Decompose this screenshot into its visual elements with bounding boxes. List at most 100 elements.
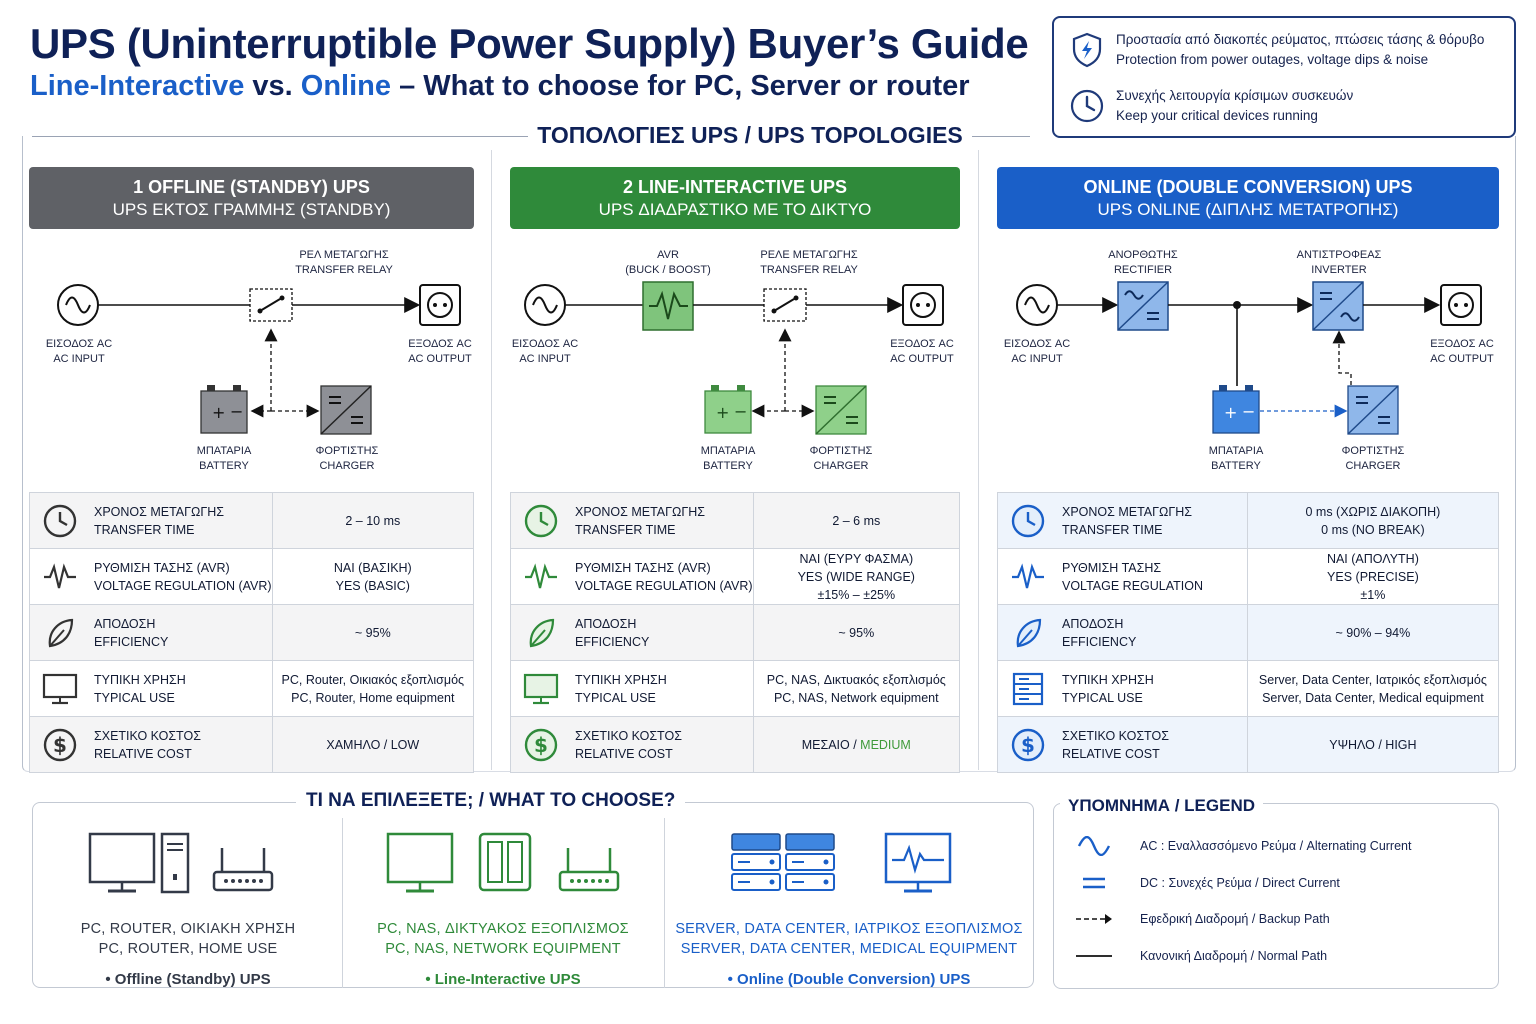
divider: [32, 136, 528, 137]
leaf-icon: [1008, 613, 1048, 653]
clock-icon: [521, 501, 561, 541]
monitor-icon: [521, 669, 561, 709]
avr-icon: [642, 281, 694, 331]
desktop-pc-icon: [88, 832, 190, 894]
column-divider: [491, 150, 492, 770]
inverter-icon: [1312, 281, 1364, 331]
ac-source-icon: [57, 284, 99, 326]
ac-outlet-icon: [419, 284, 461, 326]
dashed-arrow-icon: [1074, 909, 1114, 929]
leaf-icon: [521, 613, 561, 653]
clock-icon: [1068, 87, 1106, 125]
divider: [972, 136, 1030, 137]
column-divider: [978, 150, 979, 770]
router-icon: [212, 848, 274, 892]
waveform-icon: [1008, 557, 1048, 597]
column-header-offline: 1 OFFLINE (STANDBY) UPS UPS ΕΚΤΟΣ ΓΡΑΜΜΗ…: [29, 167, 474, 229]
medical-monitor-icon: [884, 832, 952, 893]
dollar-icon: $: [1008, 725, 1048, 765]
svg-text:$: $: [53, 733, 67, 757]
page-title: UPS (Uninterruptible Power Supply) Buyer…: [30, 20, 1029, 67]
solid-line-icon: [1074, 946, 1114, 966]
column-online: ONLINE (DOUBLE CONVERSION) UPS UPS ONLIN…: [997, 167, 1500, 773]
benefits-box: Προστασία από διακοπές ρεύματος, πτώσεις…: [1052, 16, 1516, 138]
battery-icon: +−: [704, 385, 752, 434]
benefit-protection: Προστασία από διακοπές ρεύματος, πτώσεις…: [1068, 30, 1484, 70]
server-rack-icon: [731, 833, 835, 891]
svg-text:+: +: [716, 403, 729, 422]
clock-icon: [1008, 501, 1048, 541]
router-icon: [558, 848, 620, 892]
dollar-icon: $: [40, 725, 80, 765]
column-line-interactive: 2 LINE-INTERACTIVE UPS UPS ΔΙΑΔΡΑΣΤΙΚΟ Μ…: [510, 167, 961, 773]
svg-text:+: +: [212, 403, 225, 422]
choose-title: ΤΙ ΝΑ ΕΠΙΛΕΞΕΤΕ; / WHAT TO CHOOSE?: [296, 790, 686, 812]
charger-icon: [815, 385, 867, 435]
waveform-icon: [521, 557, 561, 597]
legend-title: ΥΠΟΜΝΗΜΑ / LEGEND: [1060, 796, 1263, 816]
nas-icon: [478, 832, 532, 892]
transfer-relay-icon: [763, 288, 807, 322]
dc-bars-icon: [1074, 873, 1114, 893]
waveform-icon: [40, 557, 80, 597]
legend-item-ac: AC : Εναλλασσόμενο Ρεύμα / Alternating C…: [1074, 836, 1411, 856]
svg-text:−: −: [734, 402, 747, 421]
choose-server: SERVER, DATA CENTER, ΙΑΤΡΙΚΟΣ ΕΞΟΠΛΙΣΜΟΣ…: [664, 818, 1034, 990]
svg-text:$: $: [1021, 733, 1035, 757]
choose-divider: [664, 818, 665, 988]
column-header-line-interactive: 2 LINE-INTERACTIVE UPS UPS ΔΙΑΔΡΑΣΤΙΚΟ Μ…: [510, 167, 960, 229]
svg-text:+: +: [1224, 403, 1237, 422]
choose-network: PC, NAS, ΔΙΚΤΥΑΚΟΣ ΕΞΟΠΛΙΣΜΟΣ PC, NAS, N…: [342, 818, 664, 990]
dollar-icon: $: [521, 725, 561, 765]
legend-box: [1053, 803, 1499, 989]
legend-item-dc: DC : Συνεχές Ρεύμα / Direct Current: [1074, 873, 1340, 893]
choose-divider: [342, 818, 343, 988]
clock-icon: [40, 501, 80, 541]
battery-icon: +−: [200, 385, 248, 434]
topologies-title: ΤΟΠΟΛΟΓΙΕΣ UPS / UPS TOPOLOGIES: [537, 122, 963, 148]
ac-outlet-icon: [902, 284, 944, 326]
shield-lightning-icon: [1068, 31, 1106, 69]
monitor-icon: [40, 669, 80, 709]
leaf-icon: [40, 613, 80, 653]
column-header-online: ONLINE (DOUBLE CONVERSION) UPS UPS ONLIN…: [997, 167, 1499, 229]
charger-icon: [1347, 385, 1399, 435]
rectifier-icon: [1117, 281, 1169, 331]
charger-icon: [320, 385, 372, 435]
svg-text:$: $: [534, 733, 548, 757]
page-subtitle: Line-Interactive vs. Online – What to ch…: [30, 70, 970, 102]
column-offline: 1 OFFLINE (STANDBY) UPS UPS ΕΚΤΟΣ ΓΡΑΜΜΗ…: [29, 167, 475, 773]
table-row: ΡΥΘΜΙΣΗ ΤΑΣΗΣ (AVR)VOLTAGE REGULATION (A…: [510, 548, 961, 605]
monitor-icon: [386, 832, 454, 893]
sine-wave-icon: [1074, 836, 1114, 856]
legend-item-normal: Κανονική Διαδρομή / Normal Path: [1074, 946, 1327, 966]
